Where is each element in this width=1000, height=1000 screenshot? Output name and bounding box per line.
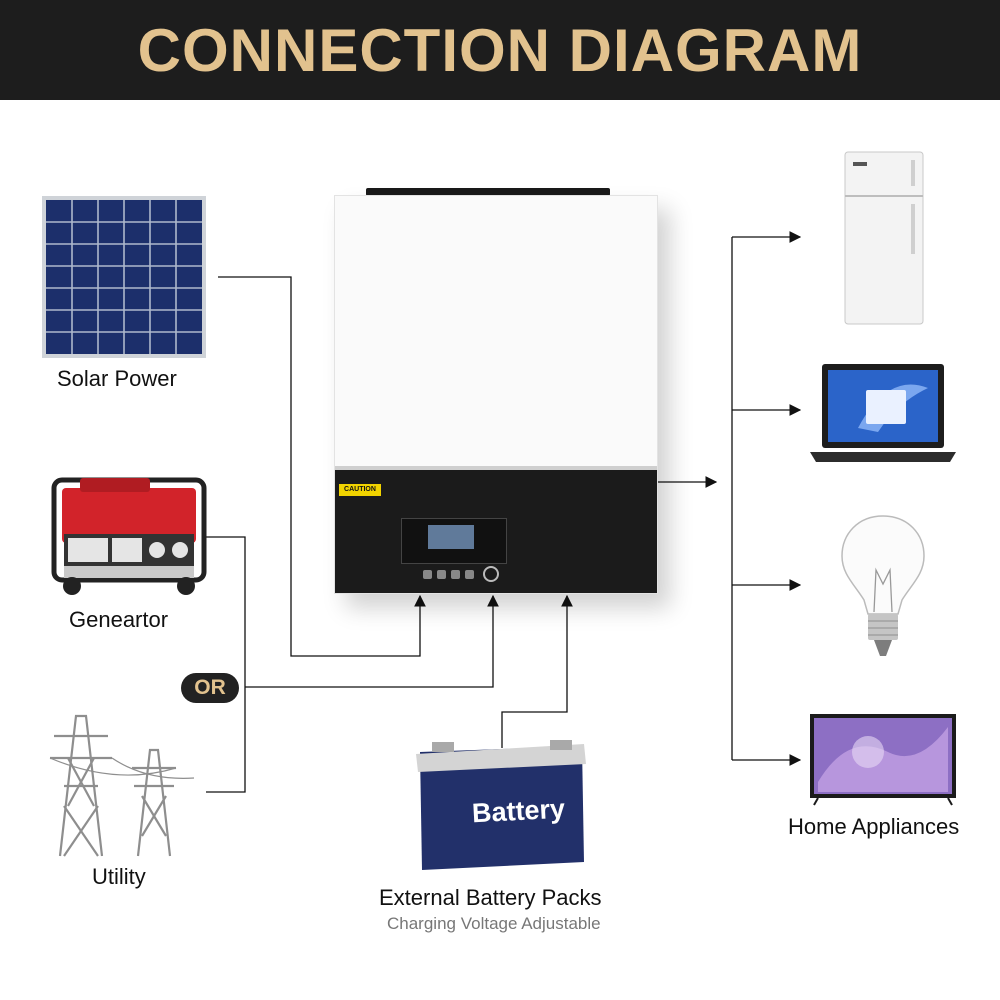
battery-title: External Battery Packs bbox=[379, 885, 602, 910]
ac-input-connection-line bbox=[245, 594, 499, 688]
utility-label: Utility bbox=[92, 864, 146, 889]
or-badge: OR bbox=[181, 673, 239, 703]
power-tower-icon bbox=[49, 714, 195, 857]
generator-icon bbox=[51, 477, 207, 595]
generator-connection-line bbox=[206, 536, 246, 793]
lcd-screen bbox=[428, 525, 474, 549]
caution-label: CAUTION bbox=[339, 484, 381, 496]
battery-subtitle: Charging Voltage Adjustable bbox=[387, 914, 601, 933]
home-appliances-label: Home Appliances bbox=[788, 814, 960, 839]
solar-power-label: Solar Power bbox=[57, 366, 177, 391]
laptop-icon bbox=[810, 364, 956, 462]
solar-connection-line bbox=[218, 276, 426, 657]
light-bulb-icon bbox=[841, 515, 925, 656]
battery-label: Battery bbox=[471, 793, 566, 829]
function-buttons bbox=[423, 570, 483, 580]
refrigerator-icon bbox=[844, 151, 924, 325]
inverter-control-panel: CAUTION bbox=[335, 466, 657, 593]
power-knob bbox=[483, 566, 499, 582]
solar-panel-icon bbox=[42, 196, 206, 358]
battery-connection-line bbox=[501, 594, 573, 748]
page-title: CONNECTION DIAGRAM bbox=[137, 16, 863, 84]
inverter-icon: CAUTION bbox=[334, 195, 658, 594]
generator-label: Geneartor bbox=[69, 607, 169, 632]
inverter-bracket bbox=[366, 188, 610, 196]
display-bezel bbox=[401, 518, 507, 564]
header-banner: CONNECTION DIAGRAM bbox=[0, 0, 1000, 100]
battery-icon bbox=[416, 740, 586, 870]
television-icon bbox=[810, 714, 956, 806]
